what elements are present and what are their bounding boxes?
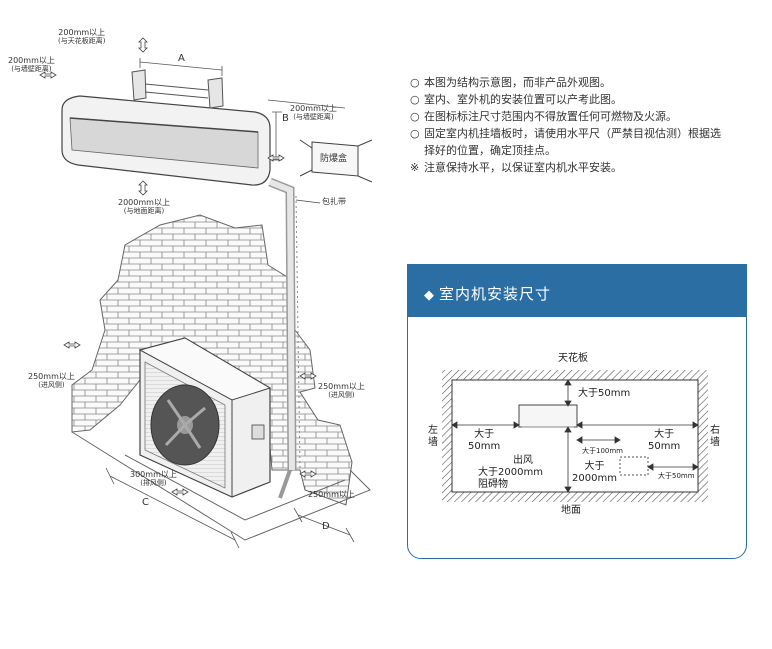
floor-label: 地面 (561, 505, 581, 516)
left-wall-label: 左墙 (428, 425, 438, 448)
top-gap-label: 大于50mm (578, 388, 631, 399)
clearance-arrows (39, 37, 317, 496)
explosion-box-label: 防爆盒 (320, 154, 348, 164)
ceiling-label: 天花板 (558, 353, 588, 364)
ceiling-clearance-label: 200mm以上 (与天花板距离) (58, 28, 106, 45)
right-wall-label: 右墙 (710, 425, 720, 448)
note-item: ○固定室内机挂墙板时，请使用水平尺（严禁目视估测）根据选 择好的位置，确定顶挂点… (410, 125, 760, 159)
dimension-d-label: D (322, 521, 330, 532)
refrigerant-pipe (268, 177, 301, 499)
gap-50-small-label: 大于50mm (658, 472, 695, 480)
outdoor-unit (138, 337, 272, 498)
dimension-c-label: C (142, 497, 149, 508)
installation-illustration (39, 37, 373, 549)
panel-title: ◆室内机安装尺寸 (424, 285, 552, 303)
note-item: ○室内、室外机的安装位置可以产考此图。 (410, 93, 622, 106)
note-continuation: 择好的位置，确定顶挂点。 (424, 144, 556, 157)
mounting-bracket (131, 69, 224, 109)
explosion-box (299, 139, 373, 183)
indoor-dimension-panel: ◆室内机安装尺寸 (407, 264, 747, 559)
outdoor-bottom-clearance-label: 250mm以上 (308, 490, 355, 499)
dimension-lines-bottom (105, 467, 355, 549)
indoor-unit (61, 95, 271, 186)
obstacle-label: 出风 大于2000mm 阻碍物 (478, 455, 543, 490)
floor-clearance-label: 2000mm以上 (与地面距离) (118, 198, 170, 215)
left-wall-clearance-label: 200mm以上 (与墙壁距离) (8, 56, 55, 73)
diamond-icon: ◆ (424, 288, 435, 303)
leader-lines (295, 199, 321, 204)
outdoor-left-clearance-label: 250mm以上 (进风侧) (28, 372, 75, 389)
right-wall-clearance-label: 200mm以上 (与墙壁距离) (290, 104, 337, 121)
note-item: ○在图标标注尺寸范围内不得放置任何可燃物及火源。 (410, 110, 677, 123)
outdoor-right-clearance-label: 250mm以上 (进风侧) (318, 382, 365, 399)
dimension-b-label: B (282, 113, 289, 124)
note-item: ○本图为结构示意图，而非产品外观图。 (410, 76, 611, 89)
gap-100-label: 大于100mm (582, 447, 623, 455)
dimension-a-label: A (178, 53, 185, 64)
installation-notes: ○本图为结构示意图，而非产品外观图。 ○室内、室外机的安装位置可以产考此图。 ○… (410, 74, 760, 176)
room-diagram (442, 370, 708, 502)
panel-header: ◆室内机安装尺寸 (408, 265, 746, 317)
wrap-tape-label: 包扎带 (322, 197, 346, 206)
outdoor-front-clearance-label: 300mm以上 (排风侧) (130, 470, 177, 487)
note-item: ※注意保持水平，以保证室内机水平安装。 (410, 161, 622, 174)
floor-outline (71, 431, 371, 541)
